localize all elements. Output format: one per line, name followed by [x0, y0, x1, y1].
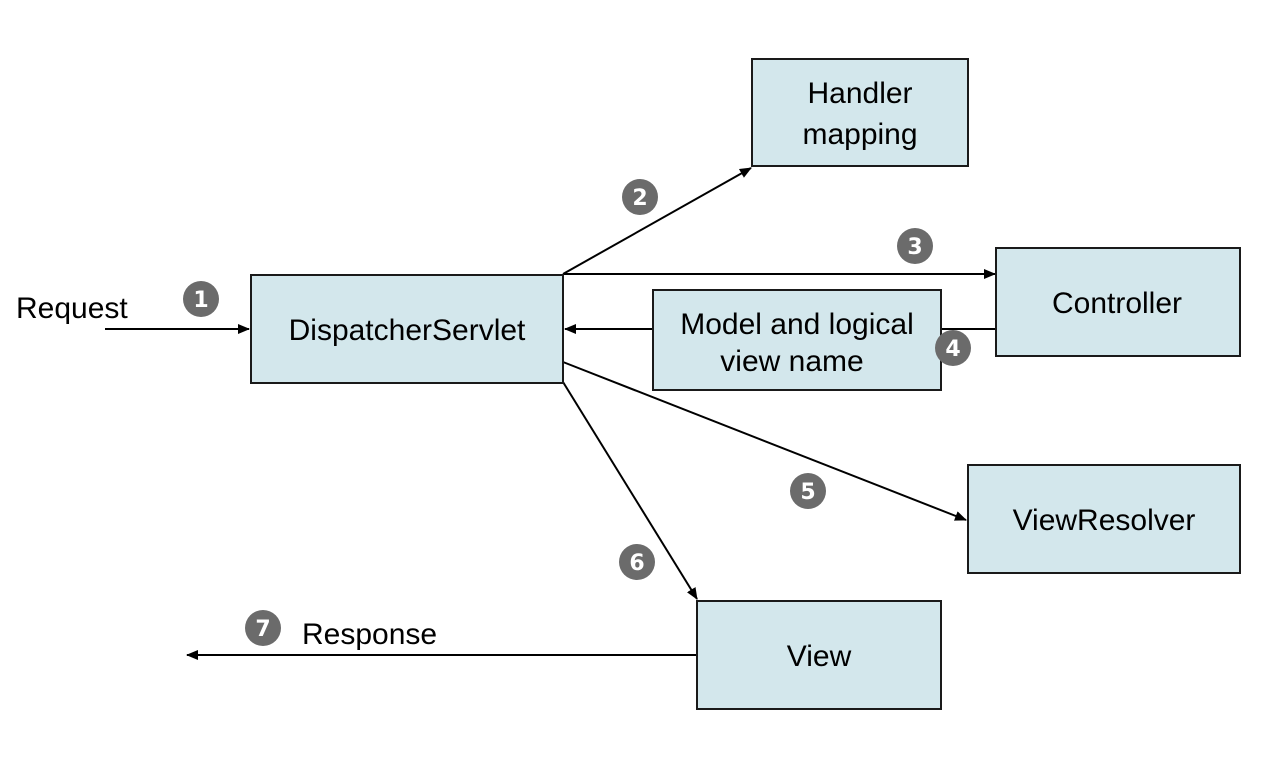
- dispatcher-servlet-node: DispatcherServlet: [250, 274, 564, 384]
- step-1-badge: 1: [183, 281, 219, 317]
- step-4-number: 4: [945, 337, 960, 362]
- request-label: Request: [16, 292, 128, 325]
- model-view-name-node: Model and logical view name: [652, 289, 942, 391]
- response-label: Response: [302, 618, 437, 651]
- view-arrow: [562, 381, 698, 600]
- view-resolver-arrow: [562, 361, 967, 521]
- step-1-number: 1: [193, 288, 208, 313]
- model-view-name-label-line1: Model and logical: [680, 308, 913, 341]
- view-resolver-label: ViewResolver: [1013, 504, 1196, 537]
- step-7-number: 7: [255, 617, 270, 642]
- step-7-badge: 7: [245, 610, 281, 646]
- step-3-number: 3: [907, 235, 922, 260]
- dispatcher-servlet-label: DispatcherServlet: [289, 314, 526, 347]
- step-4-badge: 4: [935, 330, 971, 366]
- model-view-name-label-line2: view name: [720, 345, 863, 378]
- step-5-badge: 5: [790, 473, 826, 509]
- step-3-badge: 3: [897, 228, 933, 264]
- view-label: View: [787, 640, 852, 673]
- controller-box: [995, 247, 1241, 357]
- view-node: View: [696, 600, 942, 710]
- step-2-number: 2: [632, 186, 647, 211]
- step-6-number: 6: [629, 551, 644, 576]
- handler-mapping-label-line1: Handler: [807, 77, 912, 110]
- model-view-name-box: [652, 289, 942, 391]
- handler-mapping-node: Handler mapping: [751, 58, 969, 167]
- controller-node: Controller: [995, 247, 1241, 357]
- view-resolver-node: ViewResolver: [967, 464, 1241, 574]
- handler-mapping-box: [751, 58, 969, 167]
- step-2-badge: 2: [622, 179, 658, 215]
- view-box: [696, 600, 942, 710]
- step-6-badge: 6: [619, 544, 655, 580]
- handler-mapping-label-line2: mapping: [802, 118, 917, 151]
- view-resolver-box: [967, 464, 1241, 574]
- dispatcher-servlet-box: [250, 274, 564, 384]
- handler-mapping-arrow: [562, 167, 752, 275]
- controller-label: Controller: [1052, 287, 1182, 320]
- step-5-number: 5: [800, 480, 815, 505]
